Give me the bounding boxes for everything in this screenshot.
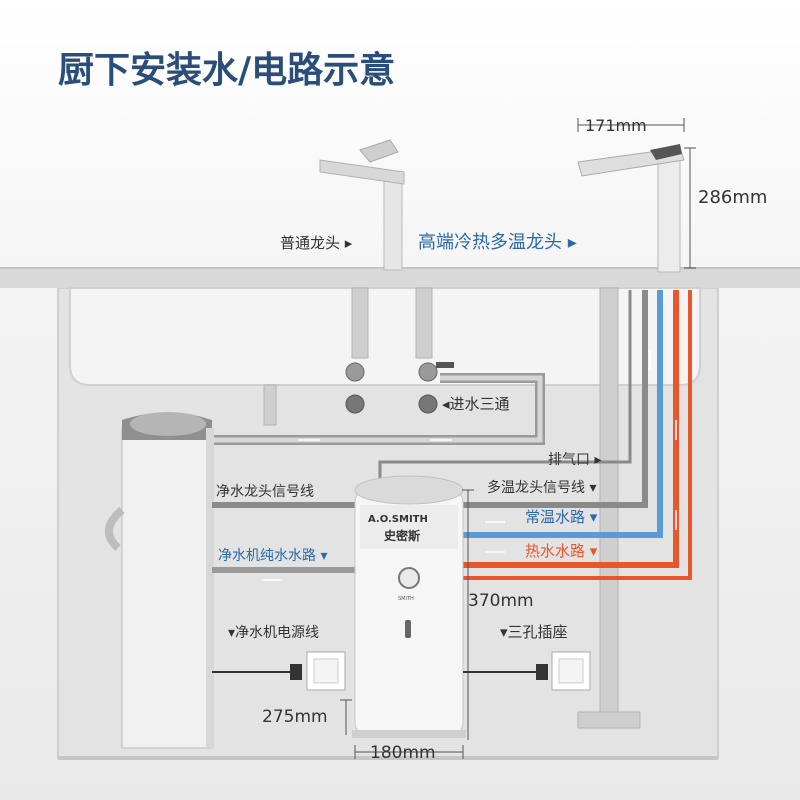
normal-temp-pipe: [460, 290, 663, 538]
faucet-dimension-lines: [577, 118, 696, 269]
hot-water-pipe: [460, 290, 679, 568]
label-inlet-tee: ◂进水三通: [442, 395, 510, 413]
dim-heater-width: 180mm: [370, 743, 436, 763]
socket-left: [306, 651, 346, 691]
faucet-lines: [378, 290, 692, 580]
label-hot-water: 热水水路 ▾: [525, 542, 598, 560]
label-power-cord: ▾净水机电源线: [228, 625, 319, 641]
page-title: 厨下安装水/电路示意: [58, 50, 395, 91]
inlet-pipe-highlight: [210, 375, 543, 443]
label-pure-water-line: 净水机纯水水路 ▾: [218, 548, 327, 564]
dim-faucet-width: 171mm: [585, 116, 647, 135]
regular-faucet: [319, 139, 405, 271]
countertop: [0, 268, 800, 288]
angle-valves: [345, 362, 454, 414]
label-regular-faucet: 普通龙头 ▸: [280, 234, 353, 252]
label-premium-faucet: 高端冷热多温龙头 ▸: [418, 232, 577, 253]
faucet-signal-line: [378, 290, 632, 480]
dim-heater-base: 275mm: [262, 707, 328, 727]
dim-heater-height: 370mm: [468, 591, 534, 611]
label-vent: 排气口 ▸: [548, 452, 601, 468]
brand-en: A.O.SMITH: [368, 514, 428, 525]
purifier-plug: [290, 664, 302, 680]
grey-pipe: [460, 290, 648, 508]
hot-water-pipe-return: [460, 290, 692, 580]
dim-faucet-height: 286mm: [698, 187, 767, 208]
label-faucet-signal: 多温龙头信号线 ▾: [487, 479, 596, 496]
label-normal-temp: 常温水路 ▾: [525, 508, 598, 526]
premium-faucet: [577, 144, 685, 273]
flow-arrows: [262, 350, 677, 581]
brand-small: SMITH: [398, 596, 414, 602]
label-purifier-faucet-signal: 净水龙头信号线: [216, 484, 314, 500]
sink-basin: [69, 287, 701, 386]
label-socket: ▾三孔插座: [500, 623, 568, 641]
socket-right: [551, 651, 591, 691]
heater-dimension-lines: [340, 489, 474, 759]
water-purifier: [105, 412, 214, 749]
water-heater-unit: [352, 475, 466, 738]
brand-cn: 史密斯: [384, 528, 420, 543]
heater-plug: [536, 664, 548, 680]
